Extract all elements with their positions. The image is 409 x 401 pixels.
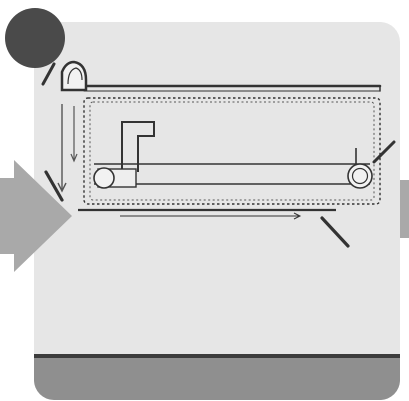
- panel-bottom-band: [34, 356, 400, 400]
- left-roller: [93, 167, 137, 189]
- top-rail: [82, 84, 382, 92]
- path-region: [83, 97, 381, 205]
- panel-bottom-divider: [34, 354, 400, 358]
- right-pointer: [372, 140, 396, 164]
- transport-lines: [94, 163, 370, 185]
- bottom-output-lines: [78, 208, 336, 220]
- top-left-roller: [60, 60, 88, 92]
- corner-marker-icon: [5, 8, 65, 68]
- device-panel: [34, 22, 400, 400]
- bottom-right-pointer: [320, 216, 350, 248]
- left-down-arrows: [57, 104, 78, 193]
- top-left-roller-inner: [67, 67, 83, 85]
- outer-dotted-frame: [83, 97, 381, 205]
- inner-dotted-frame: [89, 101, 375, 201]
- hook-bracket: [121, 121, 155, 172]
- corner-pointer: [41, 62, 56, 86]
- feed-arrow-icon: [0, 160, 72, 272]
- right-roller: [347, 148, 373, 189]
- right-edge-tab: [400, 180, 409, 238]
- left-entry-pointer: [44, 170, 64, 202]
